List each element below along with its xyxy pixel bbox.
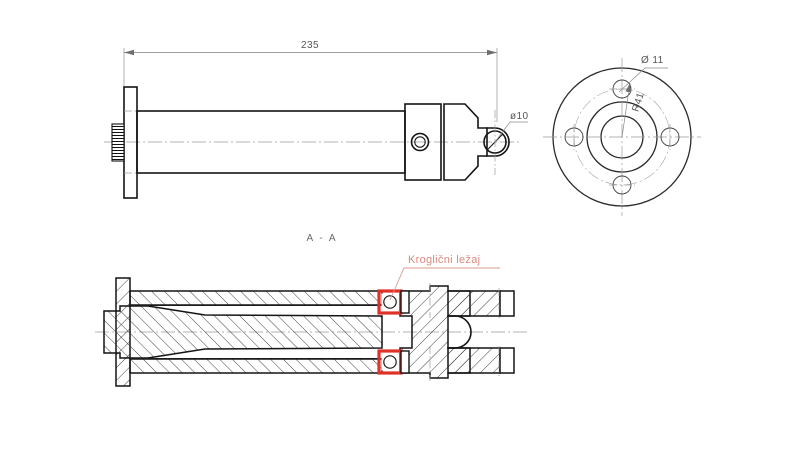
flange-plate-side xyxy=(123,86,138,199)
dimension-label-diameter-10: ø10 xyxy=(510,111,528,122)
radius-41-callout: R41 xyxy=(621,82,647,138)
flange-front-view: Ø 11 R41 xyxy=(543,55,701,216)
section-tube-upper-wall xyxy=(129,290,383,306)
ball-bearing-callout: Kroglični ležaj xyxy=(389,254,500,301)
section-a-a-view: Kroglični ležaj xyxy=(95,254,530,387)
diameter-11-callout: Ø 11 xyxy=(618,55,668,93)
ball-bearing-lower xyxy=(377,349,403,375)
section-tube-lower-wall xyxy=(129,358,383,374)
section-inner-shaft xyxy=(103,305,383,359)
bolt-hole-bottom xyxy=(609,175,635,195)
section-label-a-a: A - A xyxy=(306,233,337,244)
bolt-hole-right xyxy=(660,124,680,150)
side-elevation-view: 235 xyxy=(104,40,528,199)
yoke-end xyxy=(443,103,510,181)
spline-serrations xyxy=(111,123,125,162)
dimension-label-diameter-11: Ø 11 xyxy=(641,55,664,66)
bearing-lower-retainer xyxy=(400,350,410,374)
diameter-10-callout: ø10 xyxy=(494,111,528,143)
bearing-upper-retainer xyxy=(400,290,410,314)
section-yoke-upper-arm xyxy=(447,290,515,317)
section-yoke-lower-arm xyxy=(447,347,515,374)
bolt-hole-left xyxy=(564,124,584,150)
dimension-label-235: 235 xyxy=(301,40,319,51)
dimension-overall-length: 235 xyxy=(123,40,498,122)
section-yoke-slot xyxy=(447,315,472,349)
annotation-label-ball-bearing: Kroglični ležaj xyxy=(408,254,480,266)
ball-bearing-upper xyxy=(377,289,403,315)
collar-block xyxy=(404,103,442,181)
